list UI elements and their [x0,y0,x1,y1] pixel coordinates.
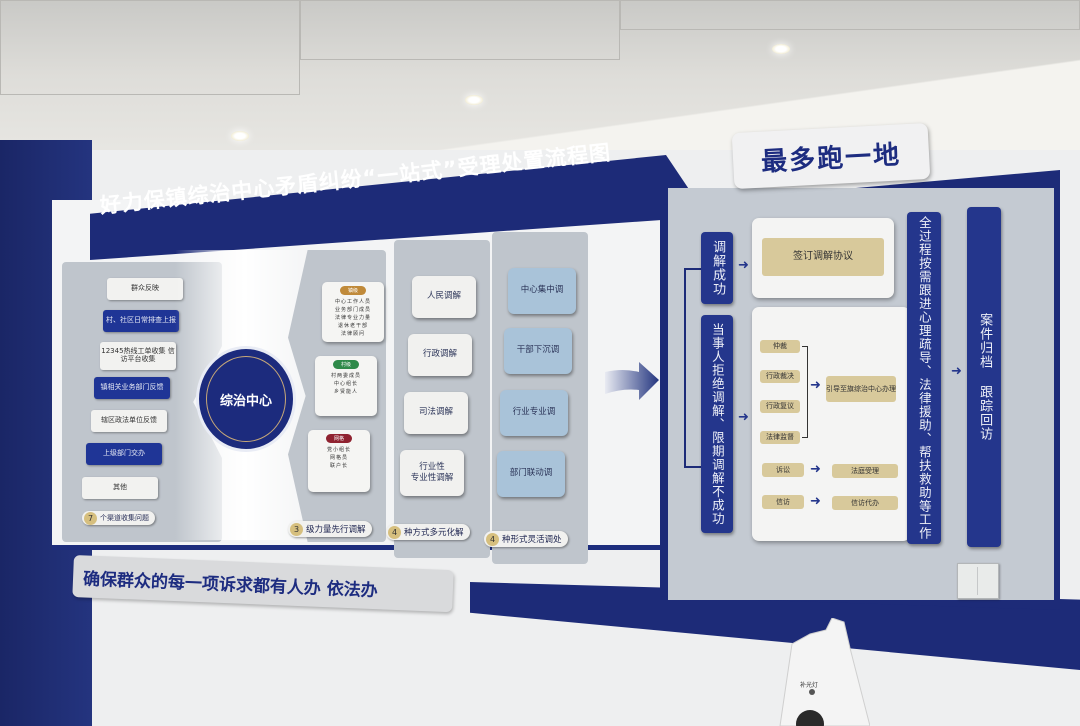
force-card-village: 村级 村两委成员 中心组长 乡贤能人 [315,356,377,416]
followup-label: 全过程按需跟进心理疏导、法律援助、帮扶救助等工作 [907,212,941,544]
fill-light-device [779,618,870,726]
wall-light-switch[interactable] [957,563,999,599]
source-item: 村、社区日常排查上报 [103,310,179,332]
force-tag: 村级 [332,360,359,369]
petition-agency: 信访代办 [832,496,898,510]
force-line: 法律顾问 [340,331,365,337]
branch-connector [684,268,704,468]
methods-footer-label: 种方式多元化解 [404,528,464,538]
force-line: 网格员 [329,455,348,461]
forces-footer: 3 级力量先行调解 [288,521,372,537]
force-line: 联户长 [329,463,348,469]
force-card-grid: 网格 党小组长 网格员 联户长 [308,430,370,492]
success-label: 调解成功 [701,232,733,304]
litigation-item: 诉讼 [762,463,804,477]
source-item: 其他 [82,477,158,499]
count-badge: 4 [486,532,499,546]
force-tag: 镇级 [339,286,366,295]
sign-agreement: 签订调解协议 [762,238,884,276]
archive-label: 案件归档 跟踪回访 [967,207,1001,547]
forms-footer-label: 种形式灵活调处 [502,535,562,545]
arrow-icon: ➜ [810,494,821,509]
force-line: 中心工作人员 [334,299,371,305]
force-tag: 网格 [325,434,352,443]
source-item: 群众反映 [107,278,183,300]
arrow-icon: ➜ [810,462,821,477]
option-item: 仲裁 [760,340,800,353]
option-item: 行政裁决 [760,370,800,383]
sources-footer: 7 个渠道收集问题 [82,511,155,525]
hub-circle: 综治中心 [196,346,296,452]
methods-footer: 4 种方式多元化解 [386,524,470,540]
method-card: 人民调解 [412,276,476,318]
fail-label: 当事人拒绝调解、限期调解不成功 [701,315,733,533]
force-line: 法律专业力量 [334,315,371,321]
force-line: 中心组长 [333,381,358,387]
method-card: 行政调解 [408,334,472,376]
flow-arrow-icon [605,362,659,400]
force-card-town: 镇级 中心工作人员 业务部门成员 法律专业力量 退休老干部 法律顾问 [322,282,384,342]
forms-footer: 4 种形式灵活调处 [484,531,568,547]
count-badge: 7 [84,511,97,525]
arrow-icon: ➜ [951,364,962,379]
form-card: 干部下沉调 [504,328,572,374]
force-line: 党小组长 [326,447,351,453]
arrow-icon: ➜ [738,410,749,425]
source-item: 镇相关业务部门反馈 [94,377,170,399]
guide-to-center: 引导至旗综治中心办理 [826,376,896,402]
force-line: 业务部门成员 [334,307,371,313]
form-card: 中心集中调 [508,268,576,314]
option-item: 法律监督 [760,431,800,444]
force-line: 乡贤能人 [333,389,358,395]
count-badge: 3 [290,522,303,536]
form-card: 部门联动调 [497,451,565,497]
method-card: 司法调解 [404,392,468,434]
force-line: 村两委成员 [330,373,361,379]
option-item: 行政复议 [760,400,800,413]
force-line: 退休老干部 [337,323,368,329]
arrow-icon: ➜ [810,378,821,393]
group-bracket [802,346,808,438]
source-item: 上级部门交办 [86,443,162,465]
arrow-icon: ➜ [738,258,749,273]
source-item: 辖区政法单位反馈 [91,410,167,432]
count-badge: 4 [388,525,401,539]
right-board-title: 最多跑一地 [731,122,931,190]
sources-footer-label: 个渠道收集问题 [100,514,149,522]
forces-footer-label: 级力量先行调解 [306,525,366,535]
form-card: 行业专业调 [500,390,568,436]
source-item: 12345热线工单收集 信访平台收集 [100,342,176,370]
petition-item: 信访 [762,495,804,509]
court-acceptance: 法庭受理 [832,464,898,478]
method-card: 行业性 专业性调解 [400,450,464,496]
hub-label: 综治中心 [219,393,272,409]
device-label: 补光灯 [800,682,819,689]
